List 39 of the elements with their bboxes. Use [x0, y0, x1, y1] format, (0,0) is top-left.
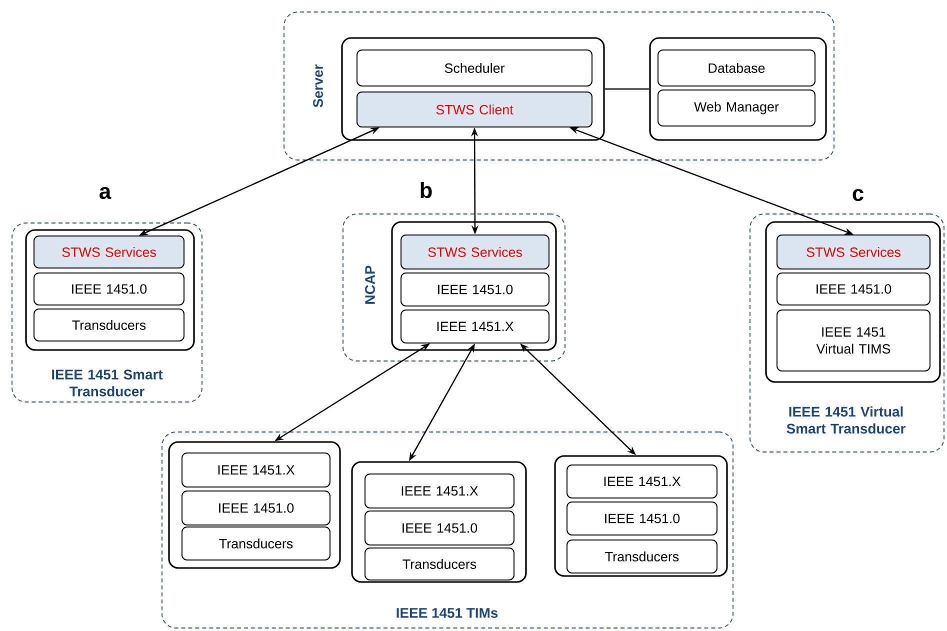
container-box: [765, 221, 941, 383]
container-box: [25, 229, 195, 351]
layer-box: Transducers: [34, 308, 184, 342]
layer-box: Transducers: [364, 548, 514, 580]
layer-box: IEEE 1451.X: [400, 310, 550, 344]
container-box: [391, 221, 557, 351]
layer-box: IEEE 1451.0: [34, 272, 184, 306]
layer-box: IEEE 1451.X: [364, 474, 514, 508]
layer-box: IEEE 1451.0: [364, 510, 514, 546]
layer-box: IEEE 1451.0: [566, 502, 718, 536]
group-title: IEEE 1451 Smart Transducer: [52, 370, 163, 396]
container-box: [341, 37, 605, 141]
panel-letter: a: [100, 187, 112, 199]
layer-box: IEEE 1451 Virtual TIMS: [776, 310, 930, 372]
layer-box: IEEE 1451.X: [566, 464, 718, 498]
panel-letter: b: [420, 182, 432, 198]
group-title: IEEE 1451 Virtual Smart Transducer: [786, 406, 906, 434]
container-box: [168, 441, 341, 569]
panel-letter: c: [852, 189, 864, 201]
highlighted-box: STWS Services: [776, 234, 930, 270]
layer-box: Database: [658, 50, 816, 86]
layer-box: IEEE 1451.0: [182, 490, 330, 526]
layer-box: Transducers: [566, 540, 718, 574]
layer-box: Transducers: [182, 526, 330, 560]
connector-line: [604, 88, 650, 90]
layer-box: IEEE 1451.X: [182, 452, 330, 488]
container-box: [649, 37, 827, 141]
layer-box: Web Manager: [658, 90, 816, 126]
group-title: Server: [313, 64, 323, 108]
layer-box: Scheduler: [356, 50, 592, 86]
highlighted-box: STWS Services: [34, 236, 184, 268]
container-box: [554, 455, 728, 577]
container-box: [351, 461, 527, 583]
layer-box: IEEE 1451.0: [400, 272, 550, 306]
group-title: NCAP: [365, 266, 375, 304]
highlighted-box: STWS Services: [400, 234, 550, 270]
highlighted-box: STWS Client: [356, 92, 592, 128]
layer-box: IEEE 1451.0: [776, 272, 930, 306]
group-title: IEEE 1451 TIMs: [396, 608, 498, 618]
